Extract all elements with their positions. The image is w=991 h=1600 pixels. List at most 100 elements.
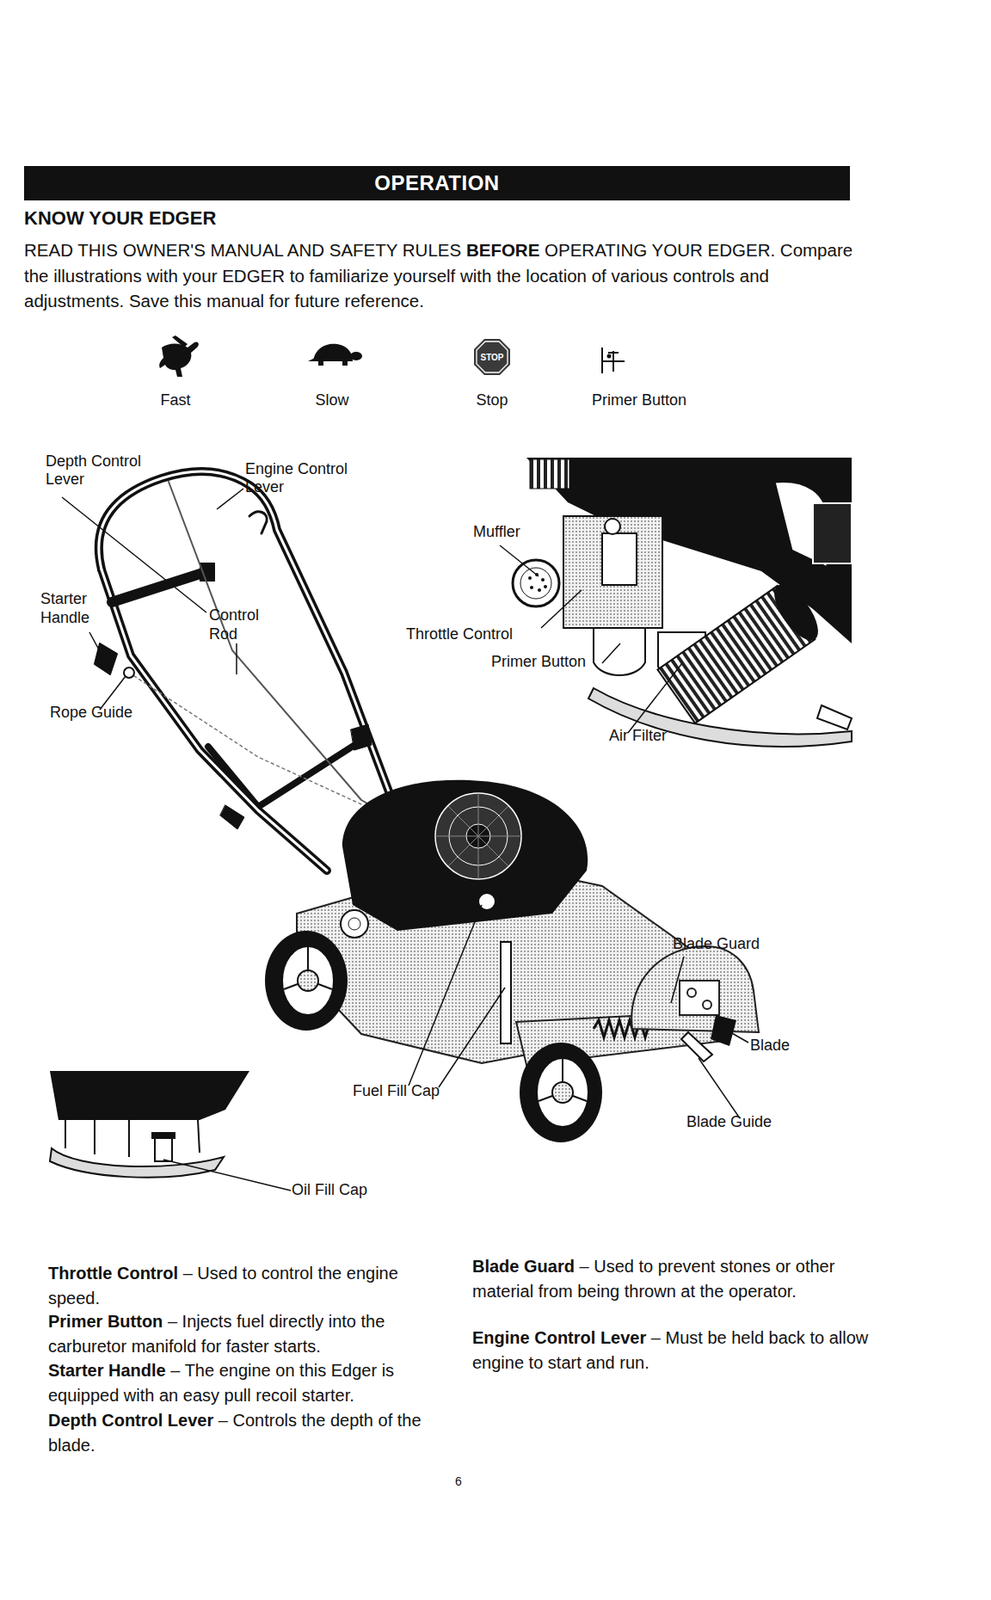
blade-guard <box>631 946 759 1033</box>
part-label: Primer Button <box>491 652 586 671</box>
handle <box>350 724 372 751</box>
turtle-icon <box>313 344 353 362</box>
handle <box>98 471 405 833</box>
wheel <box>283 946 333 990</box>
leader-line <box>698 1058 740 1119</box>
part-label: Fuel Fill Cap <box>352 1082 440 1100</box>
engine-inset <box>529 459 570 489</box>
part-label: Depth Control Lever <box>45 452 142 488</box>
part-label: Blade Guard <box>672 935 760 955</box>
wheel <box>282 946 334 1016</box>
symbol-label: Primer Button <box>591 391 687 409</box>
oil-fill-inset <box>65 1120 200 1158</box>
bold-term: BEFORE <box>466 240 540 260</box>
oil-fill-inset <box>49 1071 250 1178</box>
blade-guard <box>681 1032 713 1062</box>
engine-inset <box>812 503 852 564</box>
turtle-icon <box>342 359 348 366</box>
wheel <box>536 1058 589 1127</box>
section-band: OPERATION <box>24 166 850 201</box>
engine-inset <box>529 585 534 590</box>
engine-inset <box>541 578 545 582</box>
oil-fill-inset <box>154 1137 173 1162</box>
leader-line <box>235 643 238 675</box>
part-label: Engine Control Lever <box>245 460 359 497</box>
part-label: Blade Guard <box>672 935 760 953</box>
bold-term: Blade Guard <box>472 1256 575 1276</box>
part-label: Air Filter <box>609 726 667 745</box>
description-text: Starter Handle– The engine on this Edger… <box>48 1358 446 1408</box>
description-text: Engine Control Lever– Must be held back … <box>472 1325 870 1375</box>
edger-body <box>342 780 588 931</box>
engine-inset <box>657 578 826 724</box>
part-label: Control Rod <box>209 605 271 644</box>
part-label: Starter Handle <box>40 589 103 628</box>
description-text: Depth Control Lever– Controls the depth … <box>48 1408 446 1458</box>
primer-icon <box>602 347 625 374</box>
bold-term: Throttle Control <box>48 1263 179 1283</box>
wheel <box>519 1042 603 1143</box>
rabbit-icon <box>159 335 199 377</box>
edger-body <box>340 910 369 938</box>
oil-fill-inset <box>49 1071 250 1121</box>
wheel <box>519 1042 603 1143</box>
wheel <box>552 1082 573 1103</box>
primer-icon <box>608 355 611 358</box>
engine-inset <box>817 705 852 730</box>
symbol-label: Primer Button <box>591 391 687 411</box>
engine-inset <box>602 533 637 585</box>
handle <box>249 511 267 534</box>
turtle-icon <box>318 359 324 366</box>
part-label: Engine Control Lever <box>245 460 348 496</box>
oil-fill-inset <box>151 1132 176 1139</box>
engine-inset <box>520 567 552 599</box>
part-label: Control Rod <box>209 606 259 643</box>
symbol-label: Slow <box>314 391 349 411</box>
symbol-label: Slow <box>314 391 349 409</box>
wheel <box>297 970 319 991</box>
engine-inset <box>604 518 621 535</box>
blade-guard <box>687 988 696 998</box>
section-title: KNOW YOUR EDGER <box>24 207 216 230</box>
blade-guard <box>631 946 759 1062</box>
page-number: 6 <box>455 1474 462 1489</box>
handle <box>220 805 245 830</box>
leader-line <box>724 1028 749 1043</box>
part-label: Depth Control Lever <box>45 452 156 489</box>
leader-line <box>408 904 482 1086</box>
page-number: 6 <box>455 1474 462 1490</box>
leader-line <box>627 663 683 733</box>
leader-line <box>89 632 105 661</box>
symbol-label: Fast <box>160 391 191 411</box>
edger-body <box>435 793 522 880</box>
description-text: Throttle Control– Used to control the en… <box>48 1261 446 1311</box>
primer-icon <box>608 351 619 354</box>
part-label: Throttle Control <box>406 625 513 643</box>
leader-line <box>541 590 582 628</box>
primer-icon <box>612 350 615 372</box>
blade-guard <box>702 1000 712 1010</box>
leader-line <box>61 488 749 1191</box>
description-text: Primer Button– Injects fuel directly int… <box>48 1309 446 1359</box>
bold-term: Primer Button <box>48 1311 163 1331</box>
part-label: Fuel Fill Cap <box>352 1082 440 1102</box>
symbol-label: Stop <box>475 391 508 411</box>
part-label: Rope Guide <box>49 703 133 721</box>
stop-sign: STOP <box>473 338 511 376</box>
leader-line <box>602 643 621 664</box>
engine-inset <box>512 457 852 747</box>
part-label: Blade Guide <box>686 1113 772 1131</box>
part-label: Rope Guide <box>49 703 133 723</box>
leader-line <box>438 987 505 1088</box>
intro-text: READ THIS OWNER'S MANUAL AND SAFETY RULE… <box>24 240 462 260</box>
leader-line <box>216 488 244 510</box>
turtle-icon <box>307 344 363 366</box>
engine-inset <box>512 560 560 607</box>
part-label: Blade <box>750 1036 790 1056</box>
engine-inset <box>766 578 827 648</box>
handle <box>98 471 405 833</box>
engine-inset <box>563 516 663 628</box>
symbol-label: Fast <box>160 391 191 409</box>
part-label: Oil Fill Cap <box>291 1181 368 1199</box>
